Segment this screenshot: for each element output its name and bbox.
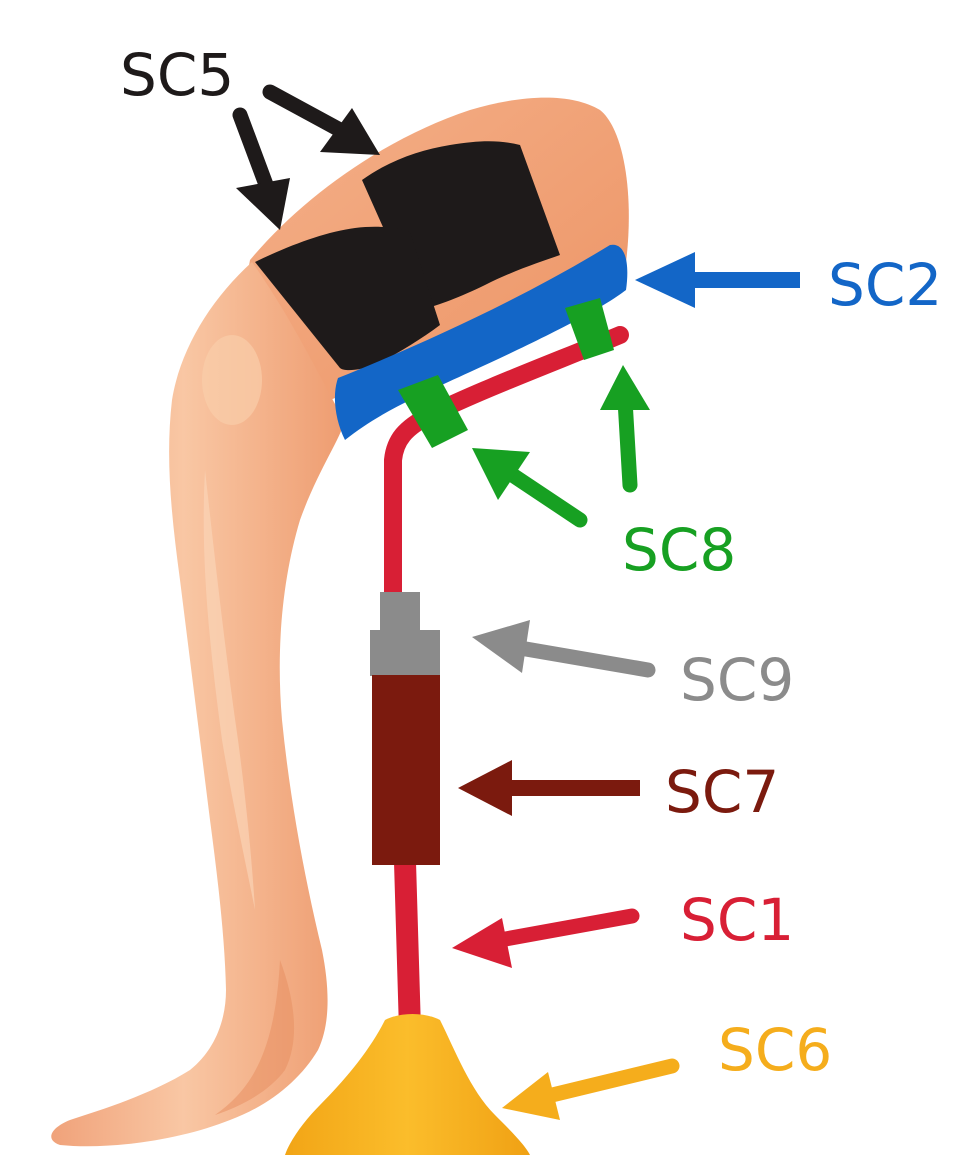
label-sc7: SC7 xyxy=(665,758,779,826)
sc9-connector xyxy=(370,592,440,676)
sc7-arrow-shaft xyxy=(505,780,640,796)
sc6-arrowhead xyxy=(502,1072,560,1120)
sc1-arrow xyxy=(452,916,632,968)
sc9-arrow-shaft xyxy=(520,648,648,670)
label-sc1: SC1 xyxy=(680,886,794,954)
rod-lower xyxy=(405,862,410,1030)
label-sc6: SC6 xyxy=(718,1016,832,1084)
label-sc2: SC2 xyxy=(828,251,942,319)
sc1-arrowhead xyxy=(452,918,512,968)
sc2-arrowhead xyxy=(635,252,695,308)
connector-bottom xyxy=(370,630,440,676)
sc1-arrow-shaft xyxy=(500,916,632,940)
label-sc8: SC8 xyxy=(622,516,736,584)
sc9-arrowhead xyxy=(472,620,530,673)
sc5-arrowhead-1 xyxy=(236,178,290,230)
label-sc5: SC5 xyxy=(120,41,234,109)
sc9-arrow xyxy=(472,620,648,673)
sc7-tube xyxy=(372,675,440,865)
sc7-arrow xyxy=(458,760,640,816)
sc6-arrow-shaft xyxy=(548,1066,672,1096)
sc8-arrow-1 xyxy=(505,470,580,520)
sc5-arrow-2 xyxy=(270,92,340,130)
sc2-arrow-shaft xyxy=(690,272,800,288)
sc6-arrow xyxy=(502,1066,672,1120)
connector-top xyxy=(380,592,420,634)
sc8-arrowhead-2 xyxy=(600,365,650,410)
knee-highlight xyxy=(202,335,262,425)
sc7-arrowhead xyxy=(458,760,512,816)
sc5-arrow-1 xyxy=(240,115,268,190)
sc8-arrow-2 xyxy=(625,400,630,485)
sc2-arrow xyxy=(635,252,800,308)
lower-leg xyxy=(51,262,345,1146)
label-sc9: SC9 xyxy=(680,646,794,714)
